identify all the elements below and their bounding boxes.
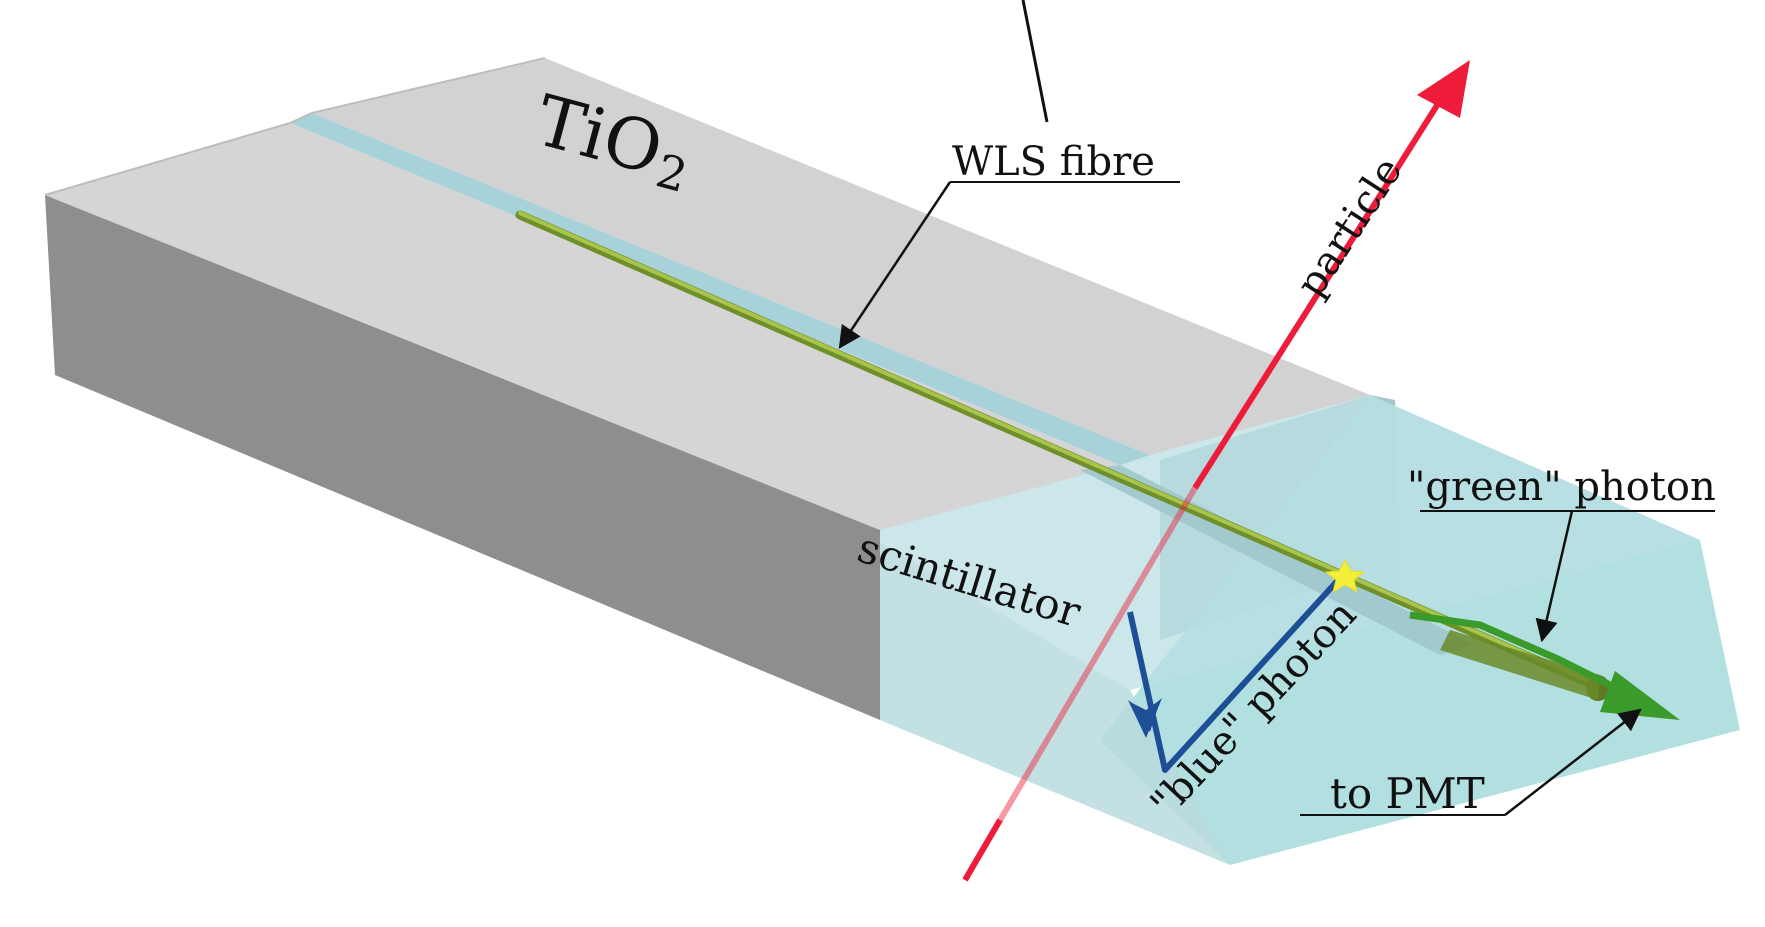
- fibre-cladding: [1080, 465, 1475, 655]
- particle-label: particle: [1288, 149, 1412, 305]
- to-pmt-callout: [1300, 708, 1642, 816]
- emission-point-star: [1324, 558, 1366, 594]
- scintillator-top: [860, 395, 1700, 690]
- tio2-top-right: [312, 58, 1370, 455]
- wls-fibre-callout: [838, 181, 1180, 349]
- green-photon-arrow: [1409, 611, 1680, 720]
- tio2-side-face: [45, 195, 880, 720]
- wls-fibre-label: WLS fibre: [952, 139, 1155, 185]
- wls-fibre: [515, 210, 1610, 701]
- particle-track: [962, 60, 1470, 882]
- fibre-groove: [290, 113, 1150, 465]
- green-photon-callout: [1420, 510, 1715, 643]
- particle-arrowhead: [1417, 60, 1470, 118]
- top-leader-line: [1021, 0, 1049, 123]
- blue-photon-path: [1127, 575, 1343, 773]
- to-pmt-label: to PMT: [1330, 769, 1485, 818]
- tio2-top-left: [45, 123, 1120, 530]
- scintillator-front-face: [860, 530, 1230, 865]
- green-photon-label: "green" photon: [1407, 464, 1716, 510]
